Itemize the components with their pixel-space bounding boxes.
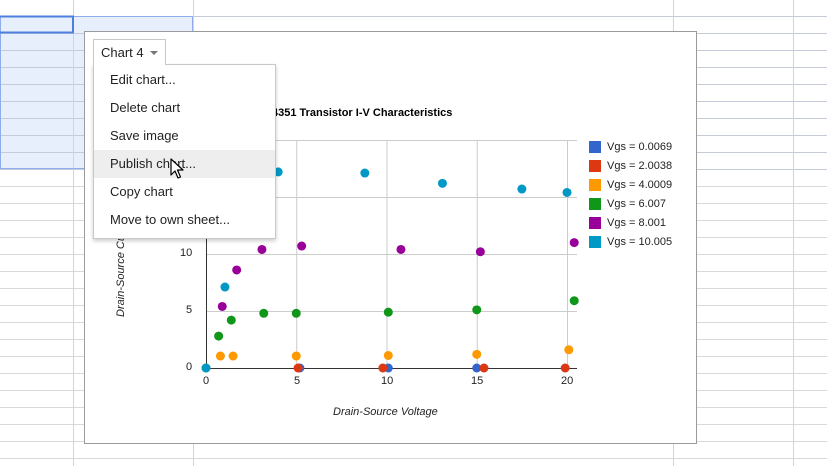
data-point (226, 315, 236, 325)
legend-label: Vgs = 0.0069 (607, 140, 673, 153)
y-tick-0: 0 (186, 361, 193, 373)
data-point (472, 349, 482, 359)
data-point (472, 305, 482, 315)
legend-swatch (589, 216, 601, 229)
data-point (360, 168, 370, 178)
data-point (564, 345, 574, 355)
data-point (560, 363, 570, 373)
x-tick-5: 5 (294, 375, 301, 387)
data-point (378, 363, 388, 373)
legend-item: Vgs = 0.0069 (589, 137, 672, 156)
legend-item: Vgs = 10.005 (589, 232, 672, 251)
legend-swatch (589, 178, 601, 191)
chart-menu-button[interactable]: Chart 4 (93, 39, 166, 65)
y-tick-5: 5 (186, 304, 193, 316)
legend-item: Vgs = 8.001 (589, 213, 672, 232)
legend-item: Vgs = 4.0009 (589, 175, 672, 194)
data-point (396, 244, 406, 254)
legend-label: Vgs = 2.0038 (607, 159, 673, 172)
data-point (517, 184, 527, 194)
data-point (472, 363, 482, 373)
legend-label: Vgs = 4.0009 (607, 178, 673, 191)
legend-label: Vgs = 10.005 (607, 235, 673, 248)
data-point (257, 244, 267, 254)
menu-item-edit-chart[interactable]: Edit chart... (110, 72, 176, 87)
data-point (291, 351, 301, 361)
x-tick-10: 10 (381, 375, 394, 387)
chevron-down-icon (149, 51, 158, 55)
data-point (291, 308, 301, 318)
data-point (479, 363, 489, 373)
data-point (297, 241, 307, 251)
data-point (201, 363, 211, 373)
x-tick-15: 15 (471, 375, 484, 387)
legend-label: Vgs = 6.007 (607, 197, 667, 210)
data-point (437, 178, 447, 188)
data-point (232, 265, 242, 275)
x-tick-20: 20 (561, 375, 574, 387)
legend-swatch (589, 197, 601, 210)
menu-item-publish-chart[interactable]: Publish chart... (94, 150, 275, 178)
data-point (228, 351, 238, 361)
legend-swatch (589, 235, 601, 248)
menu-item-copy-chart[interactable]: Copy chart (110, 184, 173, 199)
chart-context-menu: Edit chart... Delete chart Save image Pu… (93, 64, 276, 239)
data-point (214, 331, 224, 341)
x-axis-title: Drain-Source Voltage (333, 406, 438, 418)
data-point (383, 307, 393, 317)
mouse-pointer-icon (170, 158, 184, 179)
chart-title: 4351 Transistor I-V Characteristics (272, 107, 453, 119)
data-point (259, 308, 269, 318)
chart-name-label: Chart 4 (101, 44, 144, 60)
data-point (569, 296, 579, 306)
menu-item-delete-chart[interactable]: Delete chart (110, 100, 181, 115)
chart-legend: Vgs = 0.0069 Vgs = 2.0038 Vgs = 4.0009 V… (589, 137, 672, 251)
data-point (217, 301, 227, 311)
legend-label: Vgs = 8.001 (607, 216, 667, 229)
data-point (569, 238, 579, 248)
legend-swatch (589, 140, 601, 153)
legend-swatch (589, 159, 601, 172)
menu-item-move-to-own-sheet[interactable]: Move to own sheet... (110, 212, 230, 227)
data-point (215, 351, 225, 361)
x-tick-0: 0 (203, 375, 210, 387)
legend-item: Vgs = 2.0038 (589, 156, 672, 175)
y-tick-10: 10 (180, 247, 193, 259)
data-point (220, 282, 230, 292)
menu-item-save-image[interactable]: Save image (110, 128, 179, 143)
legend-item: Vgs = 6.007 (589, 194, 672, 213)
data-point (293, 363, 303, 373)
data-point (562, 187, 572, 197)
data-point (475, 247, 485, 257)
data-point (383, 350, 393, 360)
